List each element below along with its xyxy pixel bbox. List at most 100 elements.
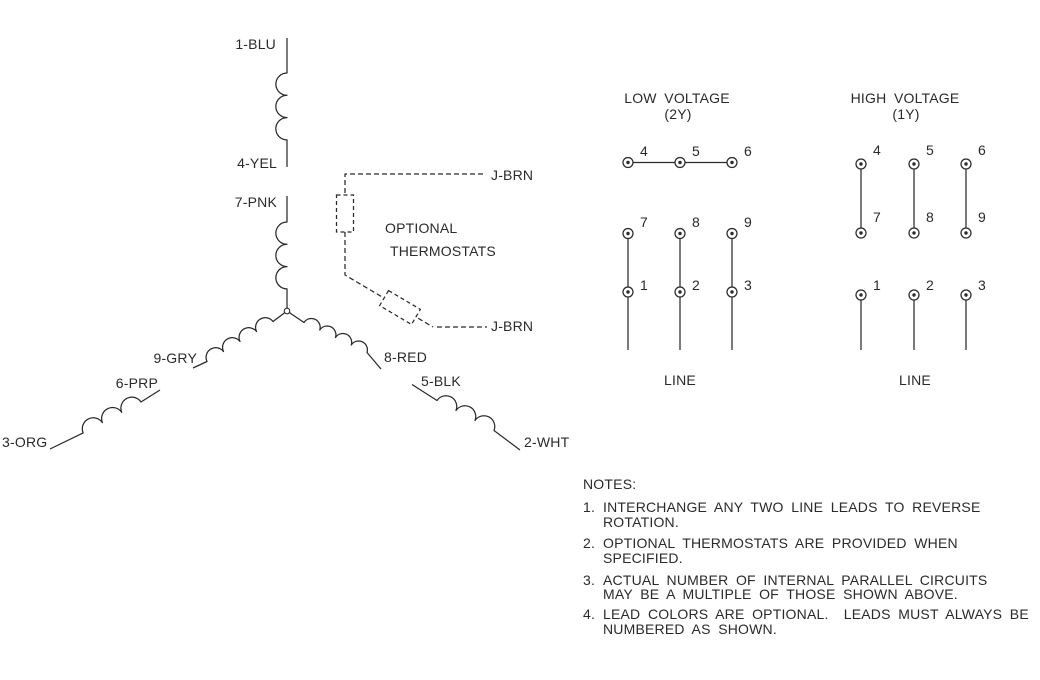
hv-line-label: LINE: [899, 372, 931, 388]
terminal-dot: [626, 290, 630, 294]
terminal-dot: [964, 293, 968, 297]
terminal-dot: [730, 231, 734, 236]
hv-terminal-1: [855, 289, 867, 301]
thermostat-1: [335, 194, 355, 233]
lead-label-2-wht: 2-WHT: [524, 434, 570, 450]
terminal-dot: [912, 293, 916, 297]
hv-terminal-label-4: 4: [873, 142, 881, 158]
lv-terminal-label-9: 9: [744, 214, 752, 230]
notes-heading: NOTES:: [583, 476, 636, 492]
thermostat-mid-wire: [344, 232, 434, 328]
lv-terminal-3: [726, 286, 738, 298]
hv-terminal-label-3: 3: [978, 277, 986, 293]
note-2-number: 2.: [583, 535, 595, 551]
lv-terminal-7: [622, 227, 634, 240]
lv-terminal-label-2: 2: [692, 277, 700, 293]
note-3-line-1: ACTUAL NUMBER OF INTERNAL PARALLEL CIRCU…: [603, 572, 987, 588]
hv-terminal-5: [908, 158, 920, 170]
lead-label-5-blk: 5-BLK: [421, 373, 461, 389]
terminal-dot: [912, 162, 916, 166]
lv-terminal-9: [726, 227, 738, 240]
wye-winding-diagram: 1-BLU 4-YEL 7-PNK 9-GRY 6-PRP 3-ORG 8-RE…: [2, 36, 570, 451]
hv-terminal-label-8: 8: [926, 209, 934, 225]
lv-terminal-label-8: 8: [692, 214, 700, 230]
note-2-line-1: OPTIONAL THERMOSTATS ARE PROVIDED WHEN: [603, 535, 958, 551]
lead-label-4-yel: 4-YEL: [237, 155, 277, 171]
terminal-dot: [626, 160, 630, 165]
hv-terminal-label-1: 1: [873, 277, 881, 293]
hv-terminal-label-9: 9: [978, 209, 986, 225]
notes-section: NOTES: 1. INTERCHANGE ANY TWO LINE LEADS…: [583, 476, 1029, 637]
hv-terminal-9: [960, 227, 972, 239]
note-4-line-2: NUMBERED AS SHOWN.: [603, 621, 777, 637]
winding-9-neutral: [192, 310, 288, 369]
thermostat-circuit: J-BRN J-BRN OPTIONAL THERMOSTATS: [335, 167, 533, 334]
note-1-number: 1.: [583, 499, 595, 515]
lead-label-3-org: 3-ORG: [2, 434, 47, 450]
low-voltage-title: LOW VOLTAGE: [624, 90, 730, 106]
winding-6-3: [49, 389, 161, 450]
hv-terminal-label-2: 2: [926, 277, 934, 293]
terminal-dot: [678, 290, 682, 294]
lead-label-8-red: 8-RED: [384, 349, 427, 365]
high-voltage-diagram: HIGH VOLTAGE (1Y) 4 5 6 7 8 9 1 2 3 LINE: [851, 90, 986, 388]
thermostat-lead-bottom-label: J-BRN: [491, 318, 533, 334]
winding-5-2: [411, 383, 521, 451]
hv-terminal-label-5: 5: [926, 142, 934, 158]
note-3-line-2: MAY BE A MULTIPLE OF THOSE SHOWN ABOVE.: [603, 586, 958, 602]
terminal-dot: [859, 162, 863, 166]
lv-terminal-8: [674, 227, 686, 240]
thermostat-2: [378, 289, 422, 326]
terminal-dot: [964, 162, 968, 166]
hv-terminal-2: [908, 289, 920, 301]
hv-terminal-4: [855, 158, 867, 170]
lv-terminal-label-1: 1: [640, 277, 648, 293]
thermostat-lead-top-label: J-BRN: [491, 167, 533, 183]
lead-label-1-blu: 1-BLU: [235, 36, 276, 52]
terminal-dot: [626, 231, 630, 236]
high-voltage-subtitle: (1Y): [892, 106, 919, 122]
lead-label-6-prp: 6-PRP: [116, 375, 158, 391]
lv-terminal-4: [622, 156, 634, 169]
low-voltage-subtitle: (2Y): [664, 106, 691, 122]
thermostat-lead-top-wire: [344, 173, 483, 195]
terminal-dot: [678, 160, 682, 165]
terminal-dot: [912, 231, 916, 235]
lv-terminal-label-5: 5: [692, 143, 700, 159]
terminal-dot: [859, 293, 863, 297]
terminal-dot: [964, 231, 968, 235]
terminal-dot: [859, 231, 863, 235]
hv-terminal-8: [908, 227, 920, 239]
neutral-node: [283, 307, 291, 315]
note-4-line-1: LEAD COLORS ARE OPTIONAL. LEADS MUST ALW…: [603, 606, 1029, 622]
lv-terminal-label-3: 3: [744, 277, 752, 293]
thermostat-caption-line2: THERMOSTATS: [390, 243, 496, 259]
winding-8-neutral: [286, 310, 382, 370]
lead-label-7-pnk: 7-PNK: [235, 194, 278, 210]
lv-terminal-6: [726, 156, 738, 169]
lead-label-9-gry: 9-GRY: [153, 350, 197, 366]
lv-terminal-label-4: 4: [640, 143, 648, 159]
note-2-line-2: SPECIFIED.: [603, 550, 683, 566]
note-3-number: 3.: [583, 572, 595, 588]
note-4-number: 4.: [583, 606, 595, 622]
note-1-line-1: INTERCHANGE ANY TWO LINE LEADS TO REVERS…: [603, 499, 980, 515]
lv-terminal-2: [674, 286, 686, 298]
terminal-dot: [678, 231, 682, 236]
note-1-line-2: ROTATION.: [603, 514, 679, 530]
terminal-dot: [730, 160, 734, 165]
hv-terminal-7: [855, 227, 867, 239]
lv-terminal-5: [674, 156, 686, 169]
lv-terminal-1: [622, 286, 634, 298]
hv-terminal-label-6: 6: [978, 142, 986, 158]
lv-terminal-label-7: 7: [640, 214, 648, 230]
thermostat-caption-line1: OPTIONAL: [385, 220, 457, 236]
terminal-dot: [730, 290, 734, 294]
winding-1-4: [275, 38, 288, 167]
winding-7-neutral: [275, 196, 288, 311]
hv-terminal-label-7: 7: [873, 209, 881, 225]
hv-terminal-6: [960, 158, 972, 170]
high-voltage-title: HIGH VOLTAGE: [851, 90, 960, 106]
